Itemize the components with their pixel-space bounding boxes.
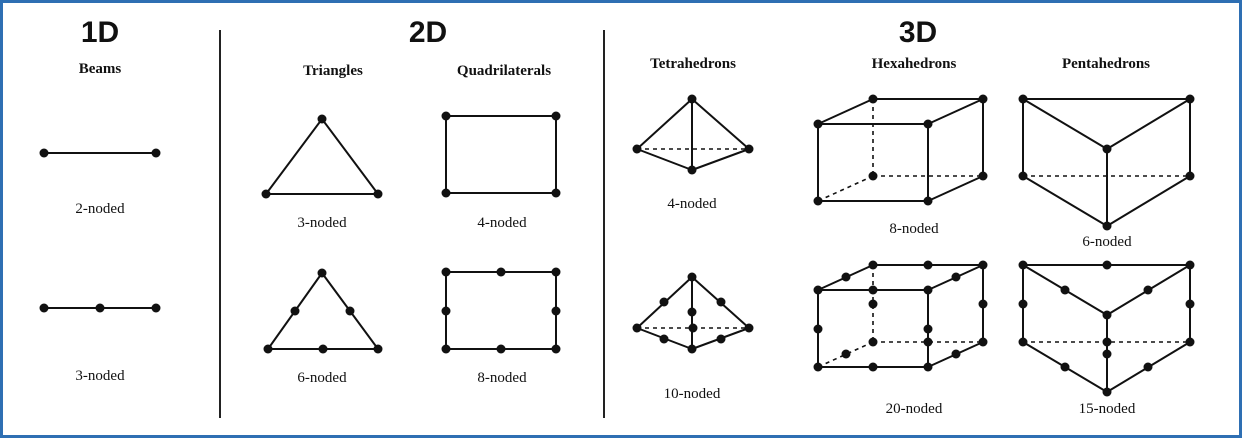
heading-2d: 2D xyxy=(409,16,447,49)
label-hexahedron-20-noded: 20-noded xyxy=(886,401,943,417)
triangle-6-noded xyxy=(263,268,383,354)
quadrilateral-4-noded xyxy=(441,111,561,198)
tetrahedron-4-noded xyxy=(632,94,754,175)
label-triangle-6-noded: 6-noded xyxy=(297,370,347,386)
category-triangles: Triangles xyxy=(303,63,363,79)
heading-3d: 3D xyxy=(899,16,937,49)
label-tetrahedron-10-noded: 10-noded xyxy=(664,386,721,402)
category-hexahedrons: Hexahedrons xyxy=(872,56,957,72)
category-beams: Beams xyxy=(79,61,122,77)
quadrilateral-8-noded xyxy=(441,267,561,354)
label-pentahedron-15-noded: 15-noded xyxy=(1079,401,1136,417)
label-beam-3-noded: 3-noded xyxy=(75,368,125,384)
pentahedron-15-noded xyxy=(1018,260,1195,397)
label-quadrilateral-4-noded: 4-noded xyxy=(477,215,527,231)
triangle-3-noded xyxy=(261,114,383,199)
tetrahedron-10-noded xyxy=(632,272,754,354)
beam-2-noded xyxy=(39,148,161,158)
beam-3-noded xyxy=(39,303,161,313)
label-hexahedron-8-noded: 8-noded xyxy=(889,221,939,237)
label-beam-2-noded: 2-noded xyxy=(75,201,125,217)
category-pentahedrons: Pentahedrons xyxy=(1062,56,1150,72)
pentahedron-6-noded xyxy=(1018,94,1195,231)
label-triangle-3-noded: 3-noded xyxy=(297,215,347,231)
hexahedron-8-noded xyxy=(813,94,988,206)
heading-1d: 1D xyxy=(81,16,119,49)
category-quadrilaterals: Quadrilaterals xyxy=(457,63,551,79)
label-pentahedron-6-noded: 6-noded xyxy=(1082,234,1132,250)
hexahedron-20-noded xyxy=(813,260,988,372)
label-tetrahedron-4-noded: 4-noded xyxy=(667,196,717,212)
label-quadrilateral-8-noded: 8-noded xyxy=(477,370,527,386)
category-tetrahedrons: Tetrahedrons xyxy=(650,56,736,72)
